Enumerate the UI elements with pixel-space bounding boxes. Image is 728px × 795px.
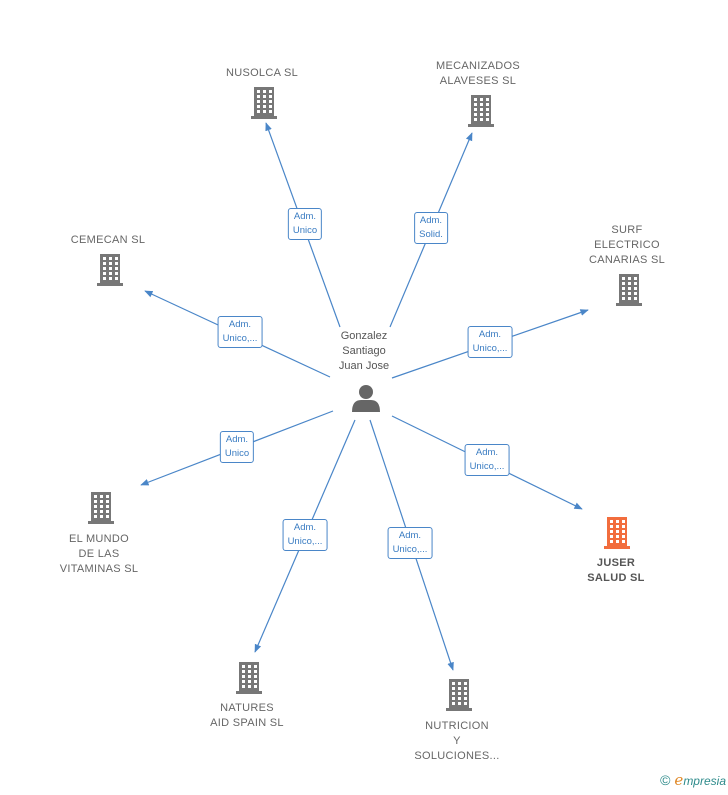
building-icon-mecanizados[interactable]: [468, 95, 494, 127]
building-icon-nusolca[interactable]: [251, 87, 277, 119]
copyright-symbol: ©: [660, 772, 671, 788]
company-label-nutricion[interactable]: NUTRICION Y SOLUCIONES...: [414, 720, 500, 762]
building-icon-juser[interactable]: [604, 517, 630, 549]
person-icon[interactable]: [352, 385, 380, 412]
role-label-nutricion[interactable]: Adm. Unico,...: [387, 527, 433, 559]
building-icon-natures[interactable]: [236, 662, 262, 694]
role-label-vitaminas[interactable]: Adm. Unico: [219, 431, 255, 463]
company-label-surf[interactable]: SURF ELECTRICO CANARIAS SL: [588, 224, 666, 266]
brand-name: mpresia: [683, 774, 726, 788]
company-label-vitaminas[interactable]: EL MUNDO DE LAS VITAMINAS SL: [59, 533, 139, 575]
role-label-juser[interactable]: Adm. Unico,...: [464, 444, 510, 476]
company-label-natures[interactable]: NATURES AID SPAIN SL: [210, 702, 284, 729]
company-label-nusolca[interactable]: NUSOLCA SL: [225, 67, 299, 79]
role-label-nusolca[interactable]: Adm. Unico: [287, 208, 323, 240]
role-label-mecanizados[interactable]: Adm. Solid.: [414, 212, 448, 244]
building-icon-nutricion[interactable]: [446, 679, 472, 711]
role-label-surf[interactable]: Adm. Unico,...: [467, 326, 513, 358]
building-icon-vitaminas[interactable]: [88, 492, 114, 524]
role-label-natures[interactable]: Adm. Unico,...: [282, 519, 328, 551]
brand-logo-initial: e: [674, 771, 684, 789]
company-label-cemecan[interactable]: CEMECAN SL: [70, 234, 146, 246]
center-person-label[interactable]: Gonzalez Santiago Juan Jose: [338, 330, 390, 372]
building-icon-surf[interactable]: [616, 274, 642, 306]
building-icon-cemecan[interactable]: [97, 254, 123, 286]
company-label-mecanizados[interactable]: MECANIZADOS ALAVESES SL: [436, 60, 520, 87]
footer-brand: ©empresia: [660, 771, 726, 789]
role-label-cemecan[interactable]: Adm. Unico,...: [217, 316, 263, 348]
company-label-juser[interactable]: JUSER SALUD SL: [587, 557, 645, 584]
